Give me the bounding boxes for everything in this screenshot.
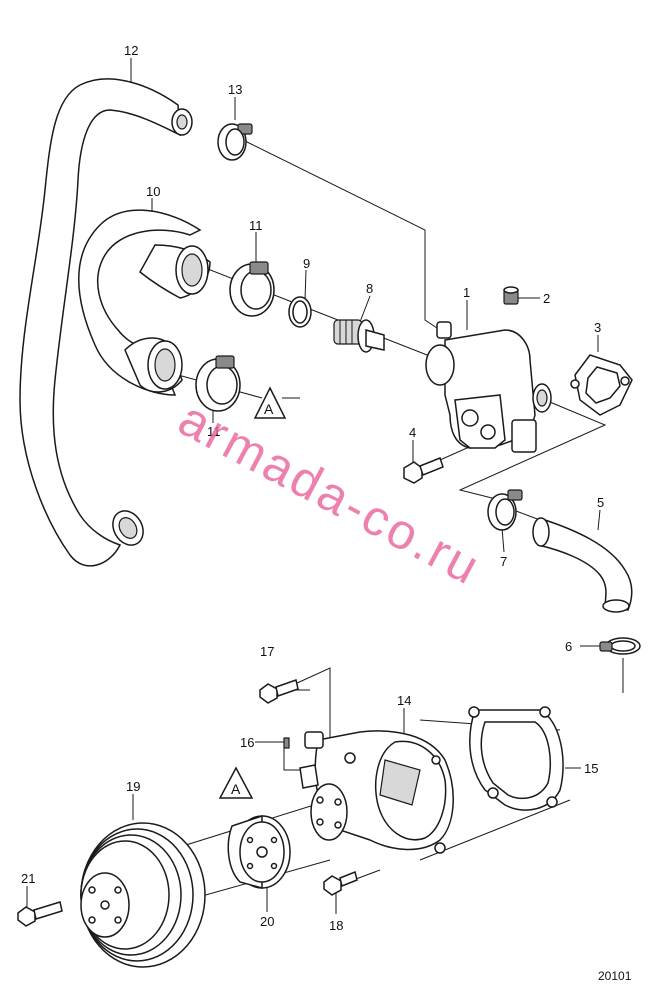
callout-19: 19 [126,779,140,794]
reference-marker-a-lower-label: A [231,781,241,797]
callout-20: 20 [260,914,274,929]
o-ring-9 [288,296,312,328]
callout-13: 13 [228,82,242,97]
bolt-4 [403,457,444,484]
callout-21: 21 [21,871,35,886]
clamp-6 [599,637,641,655]
callout-16: 16 [240,735,254,750]
callout-18: 18 [329,918,343,933]
callout-1: 1 [463,285,470,300]
clamp-11-lower [195,355,241,412]
callout-17: 17 [260,644,274,659]
hub-20 [227,814,291,889]
reference-marker-a-upper-label: A [264,401,274,417]
bolt-18 [323,870,358,896]
callout-12: 12 [124,43,138,58]
clamp-11-upper [229,261,275,317]
clamp-13 [217,123,253,161]
callout-11-lower: 11 [207,424,221,439]
reference-marker-a-upper: A [253,386,287,419]
pin-16 [283,737,290,749]
hose-5 [532,517,633,613]
thermostat-housing-1 [425,321,552,453]
callout-5: 5 [597,495,604,510]
callout-7: 7 [500,554,507,569]
bolt-21 [17,901,63,927]
callout-6: 6 [565,639,572,654]
bolt-17 [259,679,299,704]
callout-9: 9 [303,256,310,271]
watermark-text: armada-co.ru [170,390,491,596]
gasket-15 [468,706,564,811]
plug-2 [503,286,519,305]
pulley-19 [80,822,206,968]
callout-4: 4 [409,425,416,440]
thermostat-8 [333,319,385,353]
reference-marker-a-lower: A [218,766,254,799]
hose-10 [78,209,211,396]
callout-10: 10 [146,184,160,199]
gasket-3 [570,354,633,416]
clamp-7 [487,489,523,531]
figure-number: 20101 [598,969,632,983]
callout-8: 8 [366,281,373,296]
callout-14: 14 [397,693,411,708]
callout-11-upper: 11 [249,218,263,233]
callout-15: 15 [584,761,598,776]
callout-3: 3 [594,320,601,335]
callout-2: 2 [543,291,550,306]
hose-12 [19,78,193,567]
callout-numbers: 12 13 10 11 9 8 1 2 3 4 11 5 7 6 17 14 1… [21,43,604,933]
water-pump-14 [299,730,454,854]
